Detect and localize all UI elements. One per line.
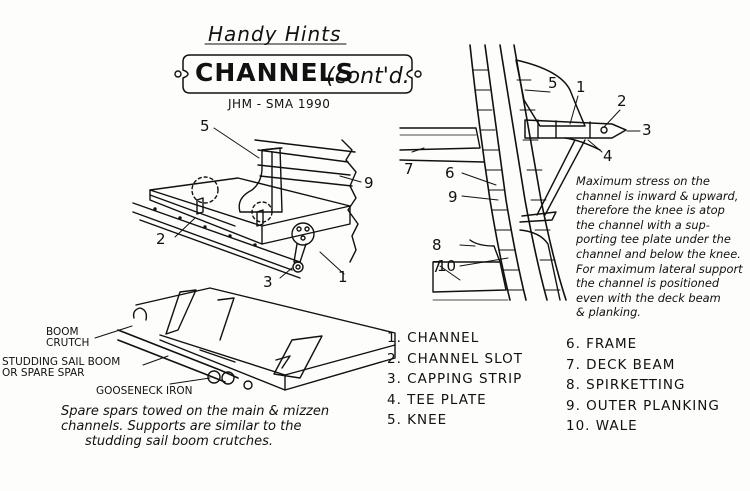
- callout-3-left: 3: [263, 273, 273, 291]
- note-line: the channel with a sup-: [576, 217, 710, 232]
- callout-9-left: 9: [364, 174, 374, 192]
- note-line: even with the deck beam: [576, 290, 721, 305]
- callout-9-right: 9: [448, 188, 458, 206]
- note-line: & planking.: [576, 305, 641, 320]
- legend-item-deck-beam: 7. DECK BEAM: [566, 356, 676, 373]
- channel-cross-section: [399, 44, 641, 301]
- title-suffix: (cont'd.: [326, 64, 410, 89]
- spare-spar-drawing: [94, 287, 396, 391]
- note-line: the channel is positioned: [576, 276, 720, 291]
- legend-item-spirketting: 8. SPIRKETTING: [566, 377, 686, 393]
- legend-item-outer-planking: 9. OUTER PLANKING: [566, 397, 720, 414]
- note-line: Maximum stress on the: [576, 174, 710, 188]
- title-plaque: [174, 43, 422, 94]
- spare-spars-caption: Spare spars towed on the main & mizzen c…: [61, 404, 361, 449]
- channel-perspective-drawing: [132, 127, 362, 279]
- caption-line: channels. Supports are similar to the: [61, 418, 302, 434]
- callout-1-left: 1: [338, 268, 348, 286]
- legend-item-channel: 1. CHANNEL: [387, 330, 480, 346]
- page-title: CHANNELS: [195, 58, 355, 87]
- callout-8: 8: [432, 236, 442, 254]
- legend-right-column: 6. FRAME 7. DECK BEAM 8. SPIRKETTING 9. …: [566, 334, 720, 437]
- credit-line: JHM - SMA 1990: [228, 97, 331, 111]
- legend-item-capping-strip: 3. CAPPING STRIP: [387, 371, 523, 387]
- callout-3-right: 3: [642, 121, 652, 139]
- note-line: channel is inward & upward,: [576, 188, 739, 203]
- note-line: For maximum lateral support: [576, 261, 743, 276]
- callout-5-right: 5: [548, 74, 558, 92]
- callout-2-right: 2: [617, 92, 627, 110]
- legend-item-tee-plate: 4. TEE PLATE: [387, 391, 487, 408]
- legend-item-channel-slot: 2. CHANNEL SLOT: [387, 350, 524, 367]
- callout-1-right: 1: [576, 78, 586, 96]
- legend-item-knee: 5. KNEE: [387, 412, 448, 428]
- callout-7-upper: 7: [404, 160, 414, 178]
- caption-line: Spare spars towed on the main & mizzen: [61, 404, 330, 419]
- stress-note: Maximum stress on the channel is inward …: [576, 174, 746, 320]
- callout-4-right: 4: [603, 147, 613, 165]
- callout-2-left: 2: [156, 230, 166, 248]
- legend-item-wale: 10. WALE: [566, 418, 638, 434]
- callout-5-left: 5: [200, 117, 210, 135]
- crutch-label: CRUTCH: [46, 337, 90, 349]
- handy-hints-heading: Handy Hints: [208, 22, 342, 46]
- caption-line: studding sail boom crutches.: [85, 433, 274, 449]
- gooseneck-iron-label: GOOSENECK IRON: [96, 385, 193, 397]
- callout-7-lower: 7: [432, 258, 442, 276]
- callout-6: 6: [445, 164, 455, 182]
- studding-sail-boom-label: STUDDING SAIL BOOM OR SPARE SPAR: [2, 357, 120, 379]
- legend-left-column: 1. CHANNEL 2. CHANNEL SLOT 3. CAPPING ST…: [387, 328, 523, 431]
- legend-item-frame: 6. FRAME: [566, 336, 638, 352]
- note-line: channel and below the knee.: [576, 246, 741, 261]
- boom-label: BOOM: [46, 326, 79, 338]
- note-line: porting tee plate under the: [576, 232, 731, 247]
- callout-10: 10: [437, 257, 457, 275]
- boom-crutch-label: BOOM CRUTCH: [46, 327, 89, 349]
- note-line: therefore the knee is atop: [576, 203, 725, 218]
- studding-line1: STUDDING SAIL BOOM: [2, 356, 121, 368]
- studding-line2: OR SPARE SPAR: [2, 367, 85, 379]
